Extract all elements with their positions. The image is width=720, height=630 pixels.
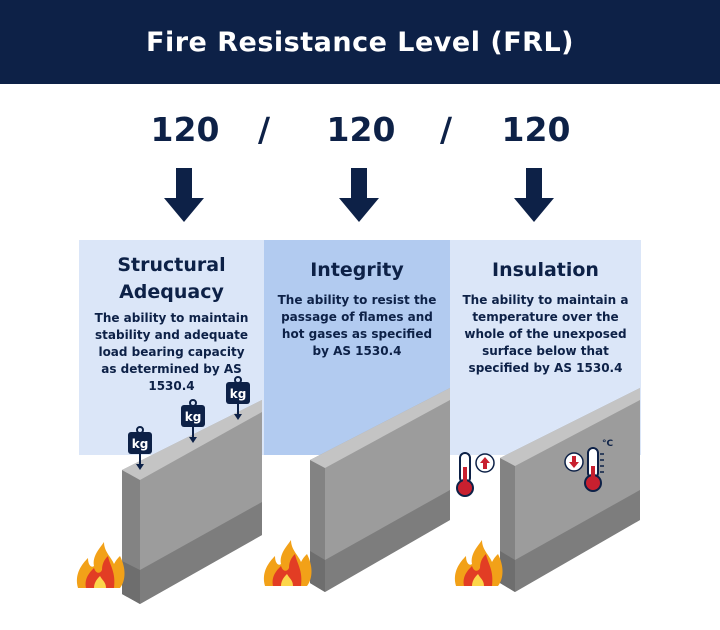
flame-icon	[263, 540, 312, 586]
down-arrow-icon	[164, 168, 204, 222]
frl-separator: /	[258, 110, 271, 149]
down-arrow-icon	[339, 168, 379, 222]
frl-separator: /	[440, 110, 453, 149]
flame-icon	[76, 542, 125, 588]
frl-value-integrity: 120	[326, 110, 396, 149]
flame-icon	[454, 540, 503, 586]
panel-integrity: Integrity The ability to resist the pass…	[264, 240, 450, 455]
wall-insulation	[500, 388, 640, 592]
arrow-down-icon	[564, 452, 584, 472]
weight-icon: kg	[128, 426, 152, 470]
thermometer-icon	[456, 452, 474, 497]
arrow-up-icon	[475, 453, 495, 473]
criterion-description-insulation: The ability to maintain a temperature ov…	[462, 293, 629, 375]
weight-label: kg	[185, 410, 202, 424]
page-title: Fire Resistance Level (FRL)	[146, 26, 574, 58]
frl-value-insulation: 120	[501, 110, 571, 149]
frl-value-structural: 120	[150, 110, 220, 149]
weight-icon: kg	[226, 376, 250, 420]
criterion-description-integrity: The ability to resist the passage of fla…	[277, 293, 437, 358]
temperature-unit-label: °C	[602, 439, 614, 449]
weight-label: kg	[132, 437, 149, 451]
criterion-description-structural: The ability to maintain stability and ad…	[94, 311, 249, 393]
criterion-title-insulation: Insulation	[492, 259, 599, 281]
weight-icon: kg	[181, 399, 205, 443]
panel-insulation: Insulation The ability to maintain a tem…	[450, 240, 641, 455]
criterion-title-structural: Structural Adequacy	[117, 254, 226, 303]
weight-label: kg	[230, 387, 247, 401]
criterion-title-integrity: Integrity	[310, 259, 404, 281]
thermometer-icon: °C	[584, 439, 614, 492]
down-arrow-icon	[514, 168, 554, 222]
header-bar: Fire Resistance Level (FRL)	[0, 0, 720, 84]
wall-integrity	[310, 388, 450, 592]
